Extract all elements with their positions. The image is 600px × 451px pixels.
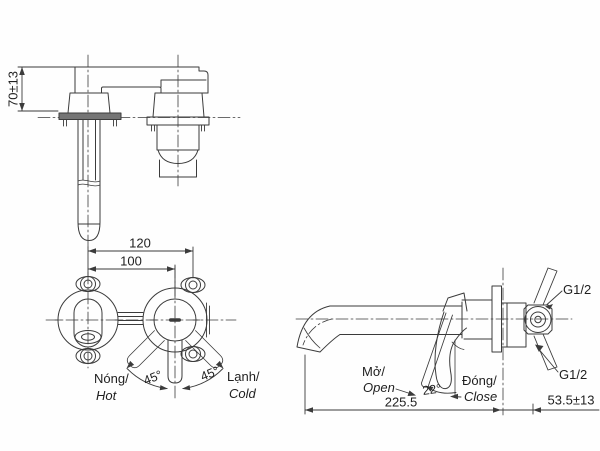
open-leader-arrow (407, 390, 416, 396)
handle-center-mark (169, 318, 181, 322)
supply-pipes (533, 267, 558, 371)
open-label-vi: Mở/ (362, 364, 385, 379)
dim-wall-depth (500, 403, 600, 415)
close-leader-arrow (450, 393, 458, 400)
thread-leaders (535, 290, 563, 373)
top-side-view (17, 54, 241, 248)
spout-outlet-outer (74, 330, 102, 344)
dim-height (17, 66, 81, 112)
dim-height-label: 70±13 (5, 70, 21, 108)
open-angle-label: 22° (421, 381, 443, 398)
spout-profile (296, 305, 463, 353)
swing-arc (126, 360, 224, 391)
cold-label-en: Cold (229, 386, 256, 401)
valve-cartridge-dome (157, 149, 199, 164)
front-view (45, 246, 237, 400)
lever-detail (451, 341, 465, 350)
right-mounting-bolts (180, 277, 206, 362)
thread-label-bottom: G1/2 (559, 367, 588, 382)
spout-drop-tube (77, 119, 101, 223)
body-edge-detail (206, 302, 210, 338)
wall-plate (491, 285, 502, 353)
lever-base (442, 292, 468, 312)
dim-width-inner (87, 264, 176, 297)
tube-break-lines (77, 179, 101, 187)
fitting-circle-mid (530, 311, 546, 328)
spout-front-body (73, 298, 103, 348)
cold-label-vi: Lạnh/ (227, 369, 260, 384)
side-profile-view (295, 267, 600, 416)
mixer-arm-underside (101, 86, 162, 94)
hot-label-en: Hot (96, 388, 117, 403)
valve-cartridge-cylinder (156, 124, 200, 151)
handle-front (167, 339, 183, 384)
fitting-circle-inner (534, 315, 542, 324)
open-label-en: Open (363, 380, 395, 395)
dim-width-outer (87, 246, 194, 279)
dim-spout-length (304, 354, 502, 415)
centerline-spout-bend (302, 318, 333, 346)
close-label-vi: Đóng/ (462, 373, 497, 388)
lever-open-phantom (421, 312, 453, 388)
dim-wall-depth-label: 53.5±13 (547, 392, 595, 408)
right-flange-bolt-stubs (151, 124, 205, 132)
tube-end-cap (77, 221, 101, 241)
mixer-arm-outline (74, 66, 209, 94)
right-valve-body (152, 92, 209, 118)
inwall-valve-body (501, 302, 527, 348)
left-valve-body (67, 92, 111, 114)
close-label-en: Close (464, 389, 498, 404)
mixer-arm-step (160, 79, 207, 88)
dim-spout-length-label: 225.5 (384, 394, 418, 410)
valve-cartridge-lower (159, 159, 197, 178)
left-flange-bolt-stubs (63, 119, 117, 127)
left-valve-flange (58, 112, 122, 120)
connector-bar (117, 312, 144, 325)
fitting-circle-outer (524, 306, 552, 333)
right-valve-flange (146, 116, 210, 126)
dim-width-inner-label: 100 (120, 253, 142, 269)
open-angle-arc (425, 385, 457, 394)
escutcheon-profile (461, 299, 493, 340)
dim-width-outer-label: 120 (129, 235, 151, 251)
supply-fitting (523, 304, 553, 335)
spout-outlet-inner (81, 333, 95, 341)
hot-label-vi: Nóng/ (94, 371, 129, 386)
thread-label-top: G1/2 (563, 282, 592, 297)
